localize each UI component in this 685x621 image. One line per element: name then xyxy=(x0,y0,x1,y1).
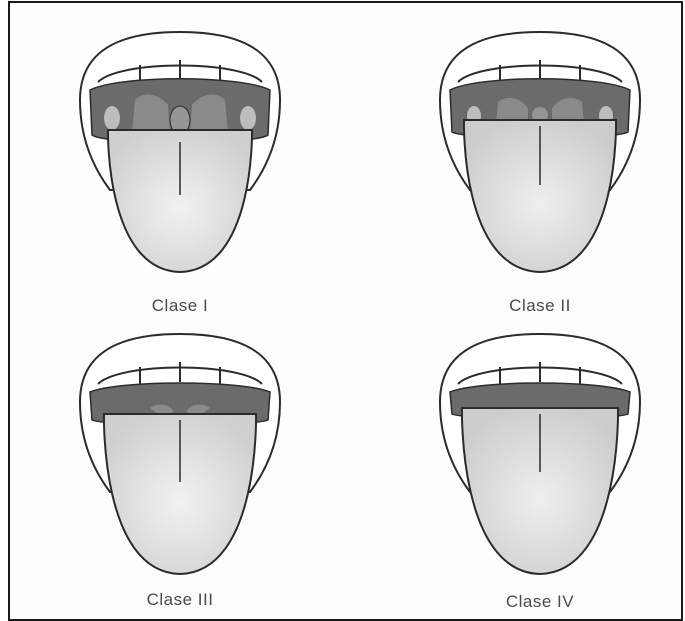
mallampati-class-2-illustration xyxy=(420,20,660,280)
mallampati-class-4-illustration xyxy=(420,322,660,582)
mallampati-class-3-illustration xyxy=(60,322,300,582)
caption-clase-3: Clase III xyxy=(60,590,300,610)
caption-clase-2: Clase II xyxy=(420,296,660,316)
mallampati-class-1-illustration xyxy=(60,20,300,280)
caption-clase-4: Clase IV xyxy=(420,592,660,612)
caption-clase-1: Clase I xyxy=(60,296,300,316)
